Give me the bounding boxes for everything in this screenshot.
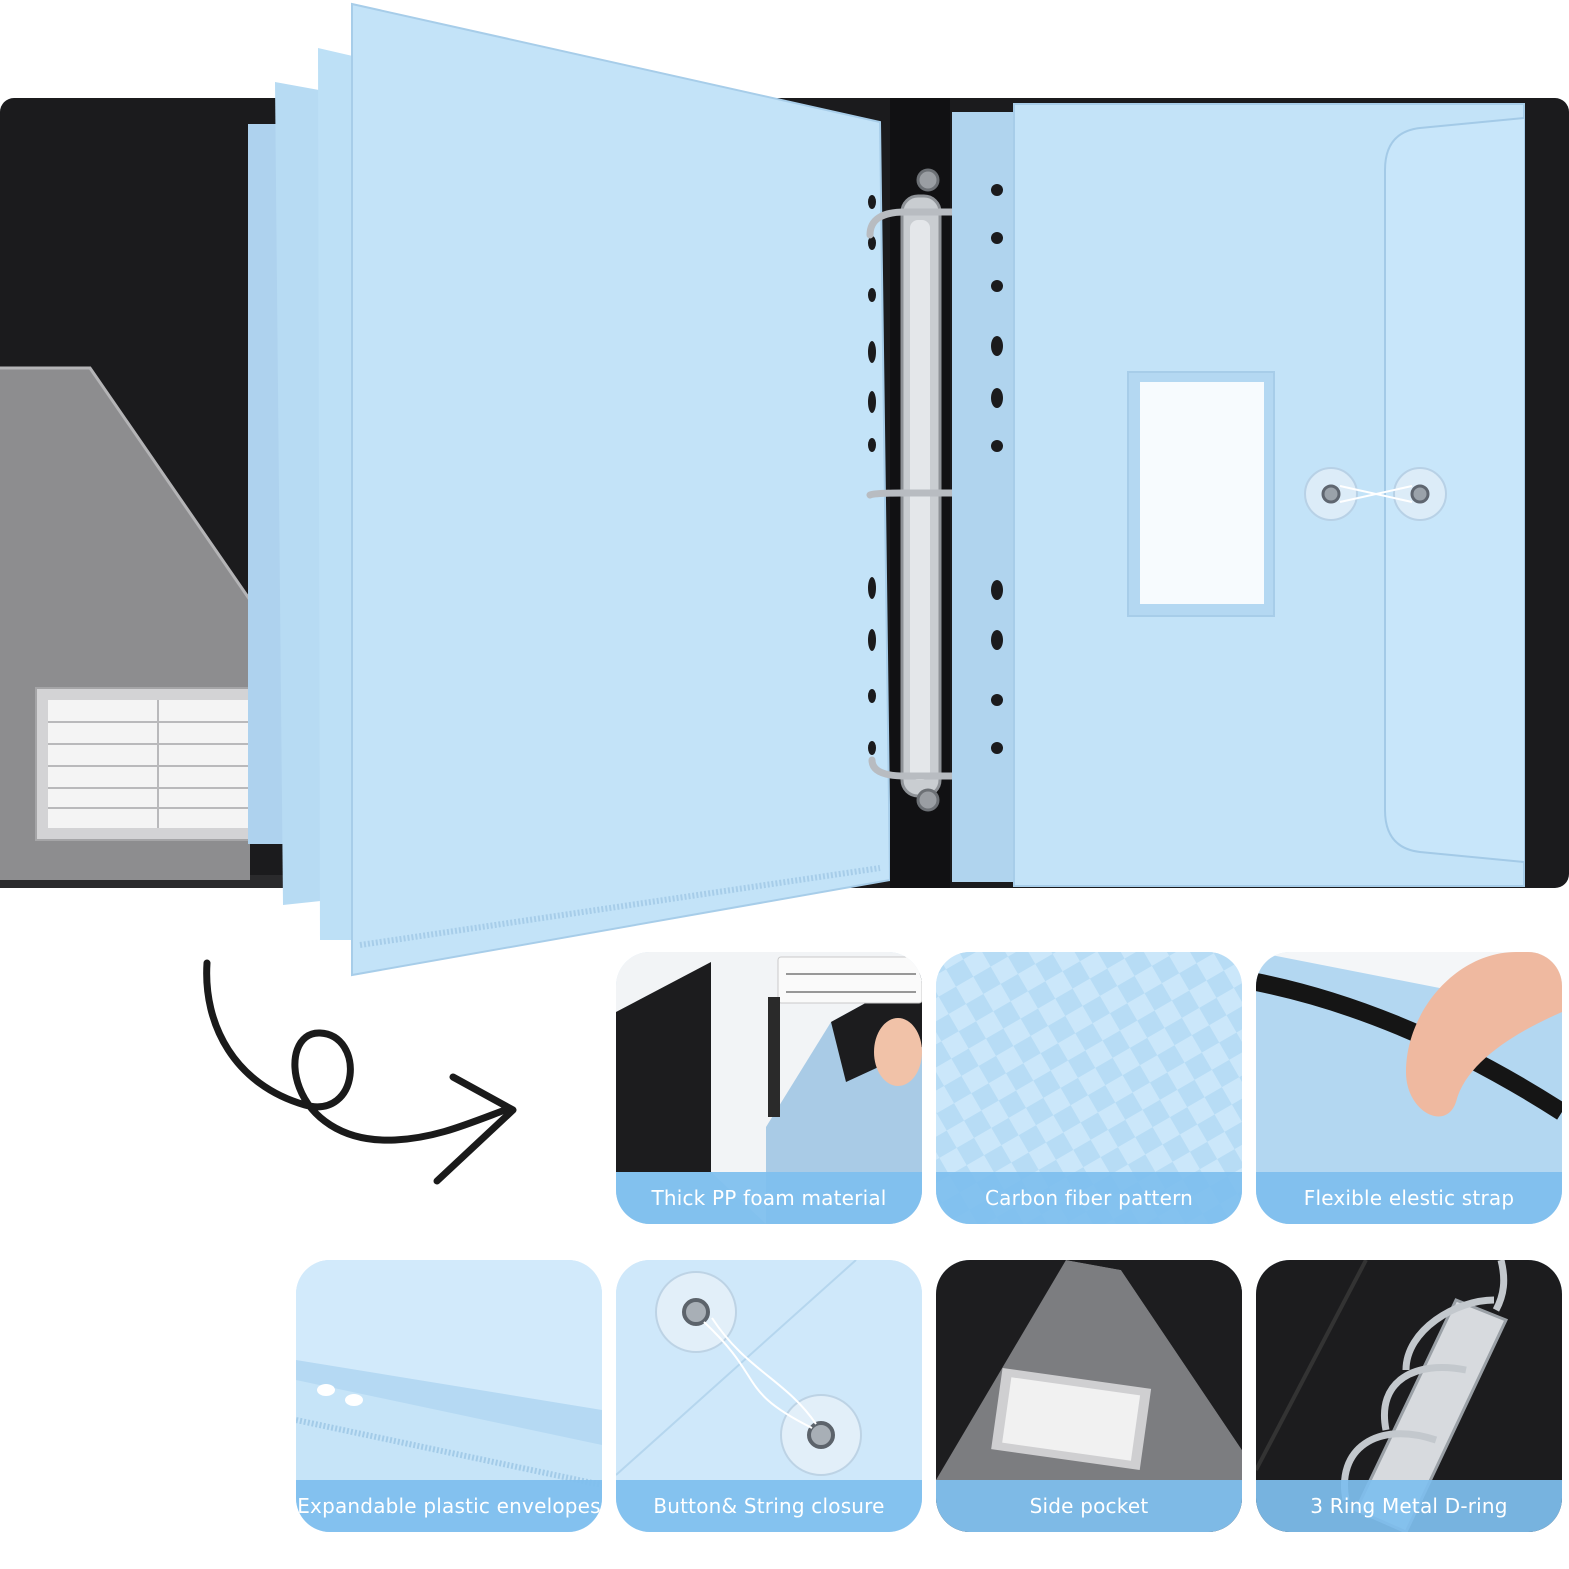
feature-tile-d-ring: 3 Ring Metal D-ring <box>1256 1260 1562 1532</box>
feature-tile-button-string: Button& String closure <box>616 1260 922 1532</box>
feature-tile-carbon-fiber: Carbon fiber pattern <box>936 952 1242 1224</box>
button-string-closure <box>1304 467 1447 521</box>
curly-arrow-icon <box>203 959 517 1185</box>
feature-tile-thickness: Thick PP foam material <box>616 952 922 1224</box>
feature-label: Carbon fiber pattern <box>936 1172 1242 1224</box>
feature-label: 3 Ring Metal D-ring <box>1256 1480 1562 1532</box>
binder-hero-image <box>0 2 1569 977</box>
feature-label: Thick PP foam material <box>616 1172 922 1224</box>
feature-label: Button& String closure <box>616 1480 922 1532</box>
feature-tile-envelopes: Expandable plastic envelopes <box>296 1260 602 1532</box>
side-pocket <box>0 366 252 880</box>
feature-tile-elastic-strap: Flexible elestic strap <box>1256 952 1562 1224</box>
feature-label: Expandable plastic envelopes <box>296 1480 602 1532</box>
feature-tile-side-pocket: Side pocket <box>936 1260 1242 1532</box>
feature-label: Side pocket <box>936 1480 1242 1532</box>
feature-label: Flexible elestic strap <box>1256 1172 1562 1224</box>
